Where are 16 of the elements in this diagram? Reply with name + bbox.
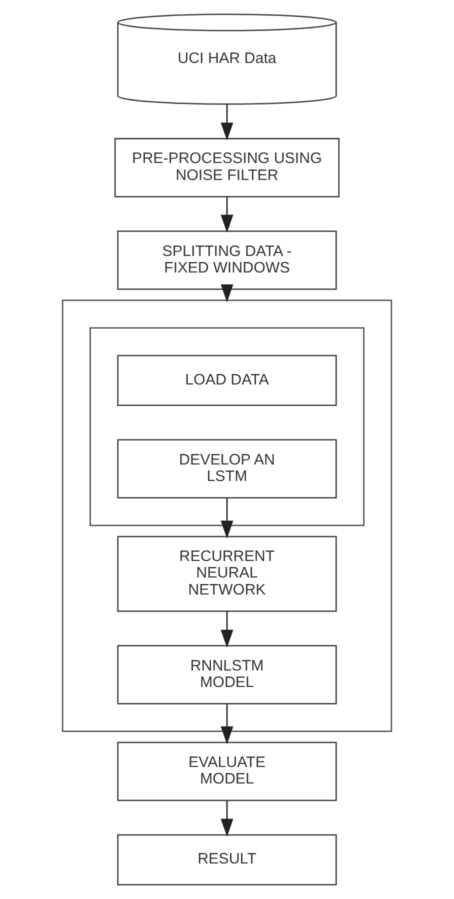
cluster <box>90 327 364 526</box>
arrow <box>220 104 234 141</box>
arrow <box>220 284 234 302</box>
arrow <box>220 800 234 837</box>
node-box: LOAD DATA <box>117 354 337 406</box>
arrow <box>220 196 234 233</box>
arrow <box>220 611 234 648</box>
node-box: PRE-PROCESSING USING NOISE FILTER <box>114 138 340 198</box>
node-box: RNNLSTM MODEL <box>117 645 337 704</box>
node-box: RESULT <box>117 834 337 886</box>
arrow <box>220 498 234 539</box>
arrow <box>220 704 234 744</box>
node-box: RECURRENT NEURAL NETWORK <box>117 536 337 612</box>
cluster <box>62 300 392 732</box>
node-box: EVALUATE MODEL <box>117 742 337 802</box>
node-box: DEVELOP AN LSTM <box>117 439 337 499</box>
